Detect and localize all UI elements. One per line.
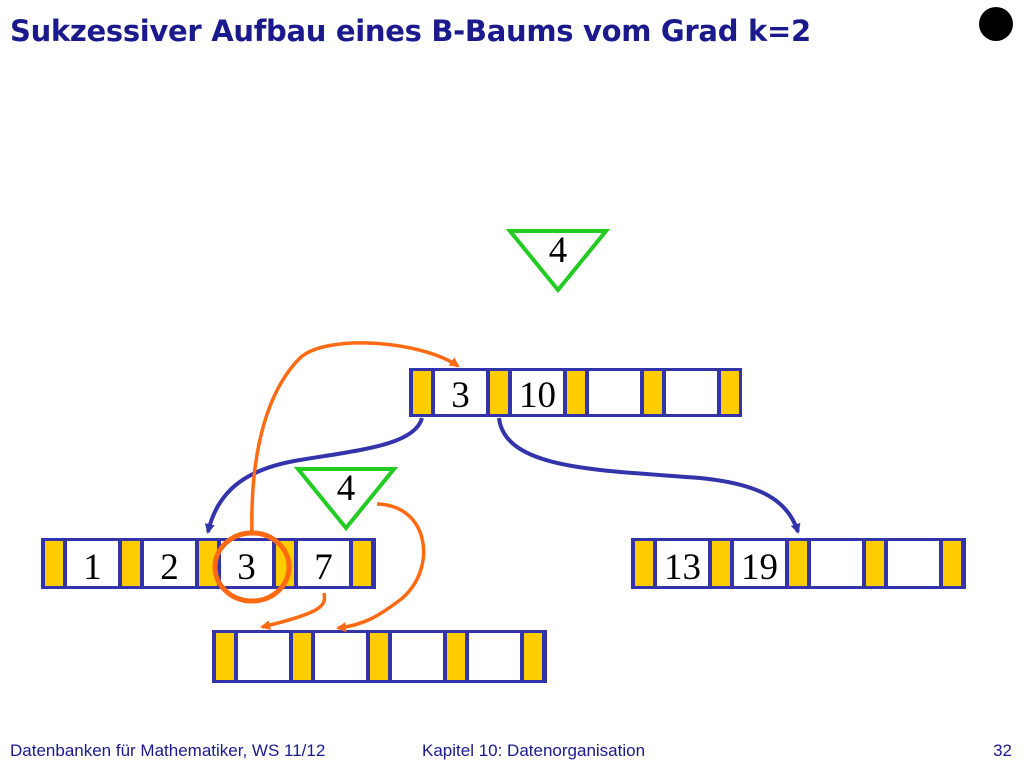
key-cell (67, 541, 118, 586)
key-cell (298, 541, 349, 586)
median-key-highlight (212, 530, 292, 604)
page-number: 32 (993, 741, 1012, 760)
pointer-cell (447, 633, 465, 680)
left-leaf-key-3: 3 (237, 547, 256, 588)
footer-course: Datenbanken für Mathematiker, WS 11/12 (10, 741, 326, 760)
insert-move-arrow (336, 502, 426, 633)
left-leaf-node: 1 2 3 7 (41, 538, 376, 589)
insert-marker-leaf: 4 (293, 467, 399, 532)
root-node: 3 10 (409, 368, 742, 417)
insert-marker-leaf-key: 4 (337, 468, 356, 509)
key-cell (657, 541, 708, 586)
pointer-cell (789, 541, 807, 586)
key-cell (811, 541, 862, 586)
pointer-cell (943, 541, 961, 586)
right-leaf-key-1: 13 (664, 547, 701, 588)
pointer-cell (45, 541, 63, 586)
key-cell (666, 371, 717, 414)
pointer-cell (413, 371, 431, 414)
pointer-cell (524, 633, 542, 680)
right-leaf-key-2: 19 (741, 547, 778, 588)
pointer-cell (644, 371, 662, 414)
key-cell (512, 371, 563, 414)
pointer-cell (635, 541, 653, 586)
pointer-cell (293, 633, 311, 680)
left-leaf-key-1: 1 (83, 547, 102, 588)
pointer-cell (866, 541, 884, 586)
pointer-cell (353, 541, 371, 586)
pointer-cell (122, 541, 140, 586)
child-pointer-arrow-right (497, 417, 801, 534)
key-cell (435, 371, 486, 414)
key-cell (734, 541, 785, 586)
left-leaf-key-4: 7 (314, 547, 333, 588)
footer-chapter: Kapitel 10: Datenorganisation (422, 741, 646, 760)
pointer-cell (712, 541, 730, 586)
left-leaf-key-2: 2 (160, 547, 179, 588)
key-cell (315, 633, 366, 680)
key-cell (589, 371, 640, 414)
key-cell (144, 541, 195, 586)
new-leaf-node (212, 630, 547, 683)
insert-marker-top: 4 (505, 229, 611, 294)
pointer-cell (567, 371, 585, 414)
insert-marker-top-key: 4 (549, 230, 568, 271)
slide-title: Sukzessiver Aufbau eines B-Baums vom Gra… (10, 14, 811, 48)
pointer-cell (216, 633, 234, 680)
split-promote-arrow (250, 341, 460, 535)
bullet-dot-icon (979, 7, 1013, 41)
key-cell (469, 633, 520, 680)
pointer-cell (721, 371, 739, 414)
pointer-cell (490, 371, 508, 414)
pointer-cell (199, 541, 217, 586)
key-cell (392, 633, 443, 680)
key-cell (221, 541, 272, 586)
split-move-arrow (260, 592, 327, 631)
child-pointer-arrow-left (204, 417, 424, 534)
root-key-1: 3 (451, 375, 470, 416)
key-cell (238, 633, 289, 680)
triangle-down-icon (505, 229, 611, 294)
key-cell (888, 541, 939, 586)
triangle-down-icon (293, 467, 399, 532)
root-key-2: 10 (519, 375, 556, 416)
right-leaf-node: 13 19 (631, 538, 966, 589)
pointer-cell (370, 633, 388, 680)
